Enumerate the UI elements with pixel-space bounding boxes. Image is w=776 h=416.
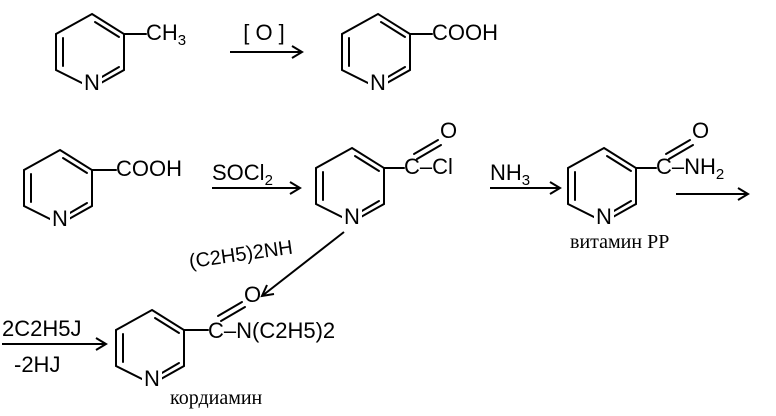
pyridine-ring-4: N bbox=[315, 146, 405, 229]
pyridine-ring-5: N bbox=[567, 146, 657, 229]
carbonyl-bond-1 bbox=[413, 139, 442, 160]
carbonyl-oxygen: O bbox=[244, 282, 261, 307]
ring-nitrogen: N bbox=[52, 206, 68, 231]
carbonyl-bond-3 bbox=[217, 301, 246, 322]
ring-nitrogen: N bbox=[144, 366, 160, 391]
carbonyl-bond-2 bbox=[665, 139, 694, 160]
ring-nitrogen: N bbox=[596, 204, 612, 229]
oxidation-reagent: [ O ] bbox=[243, 20, 285, 45]
arrow-alkylation bbox=[2, 337, 108, 351]
carboxyl-group: COOH bbox=[116, 156, 182, 181]
pyridine-ring-1: N bbox=[55, 12, 147, 95]
pyridine-ring-2: N bbox=[341, 12, 433, 95]
pyridine-ring-6: N bbox=[115, 308, 209, 391]
carbonyl-oxygen: O bbox=[440, 118, 457, 143]
ring-nitrogen: N bbox=[84, 70, 100, 95]
arrow-continuation bbox=[676, 187, 750, 201]
ethyl-iodide-reagent: 2C2H5J bbox=[2, 316, 81, 341]
arrow-ammonia bbox=[490, 181, 562, 195]
amide-group: C–NH2 bbox=[656, 154, 724, 183]
diethylamide-group: C–N(C2H5)2 bbox=[208, 318, 335, 343]
arrow-socl2 bbox=[212, 181, 302, 195]
arrow-oxidation bbox=[230, 45, 304, 59]
pyridine-ring-3: N bbox=[23, 148, 117, 231]
vitamin-pp-label: витамин PP bbox=[570, 231, 669, 253]
methyl-group: CH3 bbox=[146, 20, 186, 49]
diethylamine-reagent: (C2H5)2NH bbox=[188, 237, 295, 273]
ring-nitrogen: N bbox=[370, 70, 386, 95]
acyl-chloride-group: C–Cl bbox=[404, 154, 453, 179]
cordiamine-label: кордиамин bbox=[170, 387, 263, 409]
thionyl-chloride-reagent: SOCl2 bbox=[212, 160, 273, 189]
hydrogen-iodide-byproduct: -2HJ bbox=[14, 352, 60, 377]
ring-nitrogen: N bbox=[344, 204, 360, 229]
ammonia-reagent: NH3 bbox=[490, 160, 530, 189]
arrow-diethylamine bbox=[260, 231, 345, 298]
carboxyl-group: COOH bbox=[432, 20, 498, 45]
carbonyl-oxygen: O bbox=[692, 118, 709, 143]
